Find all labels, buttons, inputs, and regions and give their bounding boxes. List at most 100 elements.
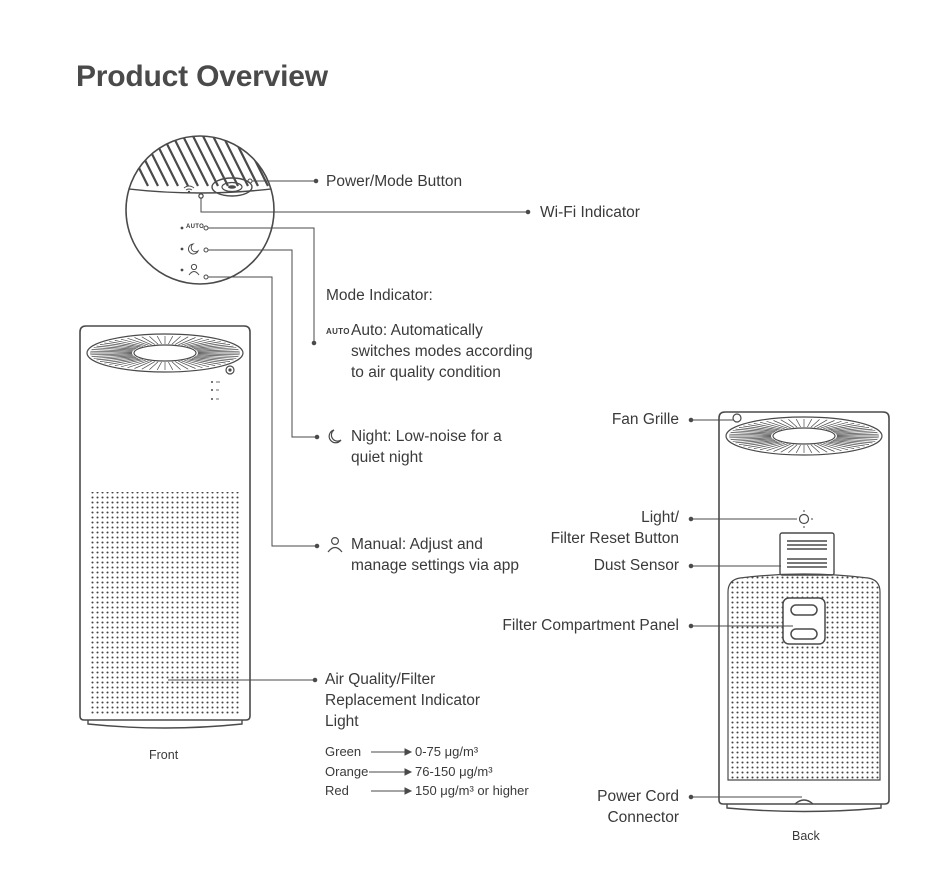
zoom-detail — [125, 135, 275, 285]
grille-stroke — [828, 424, 860, 431]
grille-stroke — [807, 444, 813, 454]
front-perforated-area — [90, 492, 240, 714]
grille-stroke — [773, 443, 791, 452]
grille-stroke — [178, 337, 196, 346]
grille-stroke — [175, 361, 189, 370]
person-icon — [188, 263, 200, 276]
grille-stroke — [830, 440, 865, 447]
wifi-icon — [183, 185, 195, 194]
grille-stroke — [735, 428, 774, 433]
grille-stroke — [171, 361, 181, 370]
grille-stroke — [127, 337, 149, 346]
zoom-grille-bar — [271, 136, 274, 187]
grille-stroke — [788, 444, 798, 453]
grille-stroke — [197, 349, 239, 352]
grille-stroke — [836, 432, 878, 435]
grille-stroke — [820, 420, 842, 429]
air-quality-indicator-label: Air Quality/Filter Replacement Indicator… — [325, 671, 481, 730]
grille-stroke — [99, 357, 137, 362]
grille-stroke — [810, 419, 820, 428]
grille-stroke — [766, 420, 788, 429]
night-mode-icon — [328, 429, 342, 444]
grille-stroke — [730, 432, 772, 435]
grille-stroke — [127, 360, 149, 369]
grille-stroke — [178, 360, 196, 369]
zoom-grille-bar — [201, 136, 229, 187]
grille-stroke — [807, 418, 813, 428]
grille-stroke — [195, 356, 234, 361]
grille-stroke — [748, 424, 780, 431]
grille-stroke — [114, 340, 143, 347]
grille-stroke — [109, 358, 141, 365]
grille-stroke — [788, 419, 798, 428]
grille-stroke — [149, 336, 159, 345]
grille-stroke — [197, 350, 240, 353]
grille-stroke — [759, 421, 785, 430]
zoom-grille-bar — [191, 136, 219, 187]
dust-sensor-slots — [787, 540, 827, 568]
mode-indicator-heading: Mode Indicator: — [326, 287, 433, 304]
grille-stroke — [104, 357, 139, 364]
grille-stroke — [181, 337, 203, 346]
grille-stroke — [187, 359, 216, 366]
grille-stroke — [836, 436, 879, 439]
grille-stroke — [729, 433, 772, 436]
grille-stroke — [184, 359, 210, 368]
grille-stroke — [156, 335, 162, 345]
night-mode-description: Night: Low-noise for a quiet night — [351, 428, 502, 466]
grille-stroke — [814, 419, 828, 428]
grille-stroke — [835, 438, 876, 442]
auto-tag: AUTO — [326, 327, 350, 336]
zoom-grille-bar — [221, 136, 249, 187]
dust-sensor-label: Dust Sensor — [593, 557, 679, 574]
grille-stroke — [795, 444, 801, 454]
grille-stroke — [191, 342, 226, 349]
grille-stroke — [141, 336, 155, 345]
grille-stroke — [171, 336, 181, 345]
grille-stroke — [191, 357, 226, 364]
grille-stroke — [156, 361, 162, 371]
grille-stroke — [120, 359, 146, 368]
auto-mode-description: Auto: Automatically switches modes accor… — [351, 322, 533, 381]
grille-stroke — [830, 425, 865, 432]
fan-grille-label: Fan Grille — [611, 411, 679, 428]
grille-stroke — [168, 335, 174, 345]
grille-stroke — [729, 436, 772, 439]
back-view-caption: Back — [792, 829, 820, 843]
grille-stroke — [836, 433, 879, 436]
grille-stroke — [810, 444, 820, 453]
grille-stroke — [197, 353, 240, 356]
grille-stroke — [780, 444, 794, 453]
zoom-grille-bar — [181, 136, 209, 187]
grille-stroke — [773, 420, 791, 429]
grille-stroke — [823, 442, 849, 451]
filter-panel-handle — [782, 597, 826, 645]
leader-lines — [168, 178, 802, 800]
legend-orange-range: 76-150 μg/m³ — [415, 764, 493, 779]
grille-stroke — [96, 345, 135, 350]
front-unit — [79, 325, 251, 729]
grille-stroke — [836, 437, 878, 440]
grille-stroke — [91, 354, 133, 357]
grille-stroke — [114, 359, 143, 366]
grille-stroke — [168, 361, 174, 371]
grille-stroke — [193, 344, 231, 349]
grille-stroke — [828, 441, 860, 448]
grille-stroke — [832, 427, 870, 432]
grille-stroke — [93, 355, 134, 359]
grille-stroke — [820, 443, 842, 452]
grille-stroke — [193, 357, 231, 362]
grille-stroke — [743, 425, 778, 432]
grille-stroke — [134, 337, 152, 346]
grille-stroke — [832, 440, 870, 445]
grille-stroke — [835, 430, 876, 434]
legend-red-color: Red — [325, 783, 349, 798]
page-title: Product Overview — [76, 60, 328, 93]
grille-stroke — [795, 418, 801, 428]
grille-stroke — [120, 338, 146, 347]
moon-icon — [187, 243, 200, 255]
legend-orange-color: Orange — [325, 764, 369, 779]
legend-red-range: 150 μg/m³ or higher — [415, 783, 529, 798]
grille-stroke — [743, 440, 778, 447]
